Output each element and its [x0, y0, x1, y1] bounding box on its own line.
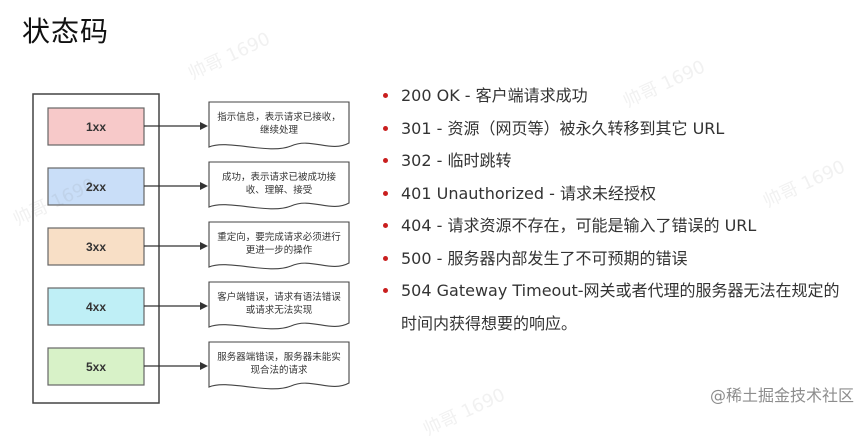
status-note-text: 重定向，要完成请求必须进行更进一步的操作: [217, 231, 341, 256]
arrow-icon: [200, 182, 208, 190]
status-note-line: 更进一步的操作: [246, 244, 313, 256]
status-code-label: 2xx: [86, 180, 106, 194]
list-item: 504 Gateway Timeout-网关或者代理的服务器无法在规定的时间内获…: [383, 275, 853, 340]
status-note: [208, 281, 350, 330]
status-note-line: 现合法的请求: [250, 364, 308, 376]
status-note: [208, 221, 350, 270]
page-title: 状态码: [22, 15, 110, 48]
arrow-icon: [200, 302, 208, 310]
status-note: [208, 341, 350, 390]
status-box-1xx: [47, 107, 145, 146]
status-note-line: 继续处理: [260, 124, 299, 136]
status-box-5xx: [47, 347, 145, 386]
footer-credit: @稀土掘金技术社区: [709, 386, 854, 405]
status-code-label: 5xx: [86, 360, 106, 374]
status-note-line: 收、理解、接受: [246, 184, 313, 196]
status-note-line: 重定向，要完成请求必须进行: [217, 231, 341, 243]
arrow-icon: [200, 122, 208, 130]
arrow-icon: [200, 362, 208, 370]
status-note-text: 指示信息，表示请求已接收，继续处理: [217, 111, 341, 136]
list-item: 401 Unauthorized - 请求未经授权: [383, 178, 853, 211]
status-note-text: 服务器端错误，服务器未能实现合法的请求: [217, 351, 341, 376]
status-note: [208, 101, 350, 150]
status-code-label: 1xx: [86, 120, 106, 134]
arrow-icon: [200, 242, 208, 250]
status-code-diagram: 1xx 指示信息，表示请求已接收，继续处理 2xx 成功，表示请求已被成功接收、理解、…: [32, 93, 350, 404]
status-note-line: 或请求无法实现: [246, 304, 313, 316]
list-item: 302 - 临时跳转: [383, 145, 853, 178]
status-note-line: 成功，表示请求已被成功接: [222, 171, 337, 183]
status-note: [208, 161, 350, 210]
status-note-text: 成功，表示请求已被成功接收、理解、接受: [222, 171, 337, 196]
list-item: 301 - 资源（网页等）被永久转移到其它 URL: [383, 113, 853, 146]
status-note-line: 客户端错误，请求有语法错误: [217, 291, 341, 303]
status-code-label: 3xx: [86, 240, 106, 254]
status-note-text: 客户端错误，请求有语法错误或请求无法实现: [217, 291, 341, 316]
list-item: 404 - 请求资源不存在，可能是输入了错误的 URL: [383, 210, 853, 243]
status-box-4xx: [47, 287, 145, 326]
status-note-line: 指示信息，表示请求已接收，: [217, 111, 341, 123]
list-item: 200 OK - 客户端请求成功: [383, 80, 853, 113]
status-note-line: 服务器端错误，服务器未能实: [217, 351, 341, 363]
status-code-label: 4xx: [86, 300, 106, 314]
list-item: 500 - 服务器内部发生了不可预期的错误: [383, 243, 853, 276]
status-code-list: 200 OK - 客户端请求成功 301 - 资源（网页等）被永久转移到其它 U…: [383, 80, 853, 340]
